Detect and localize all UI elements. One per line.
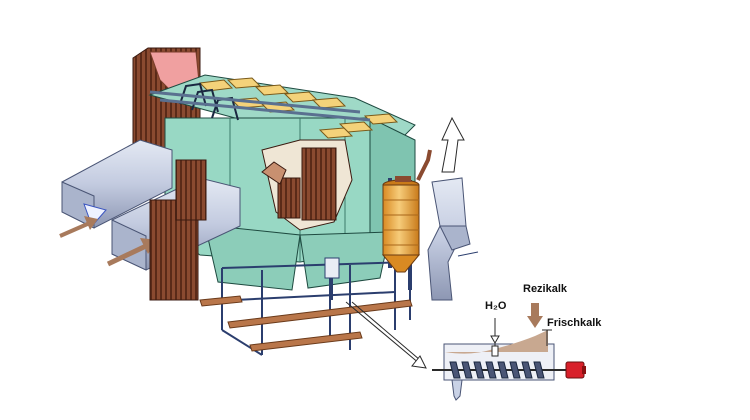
roof-panels	[198, 77, 399, 139]
water-label: H₂O	[485, 300, 507, 312]
drive-motor	[565, 361, 586, 379]
base-rails	[199, 295, 413, 352]
exhaust-duct	[427, 177, 479, 301]
fresh-lime-label: Frischkalk	[547, 317, 602, 329]
lower-filter-bags	[149, 159, 207, 301]
inlet-duct-upper	[61, 139, 173, 229]
screw-conveyor	[432, 330, 566, 401]
water-inlet	[490, 318, 500, 357]
recycled-lime-label: Rezikalk	[523, 283, 568, 295]
roof-piping	[149, 82, 371, 122]
recycled-lime-arrow	[527, 303, 543, 328]
screw-flights	[449, 361, 545, 379]
discharge-flow-line	[345, 301, 427, 369]
discharge-unit	[324, 257, 340, 300]
housing-cutaway	[261, 139, 353, 231]
exhaust-arrow	[441, 116, 465, 173]
lime-silo	[381, 149, 432, 290]
inlet-flow-arrow-upper	[59, 216, 98, 238]
fresh-lime-inlet	[542, 329, 552, 346]
